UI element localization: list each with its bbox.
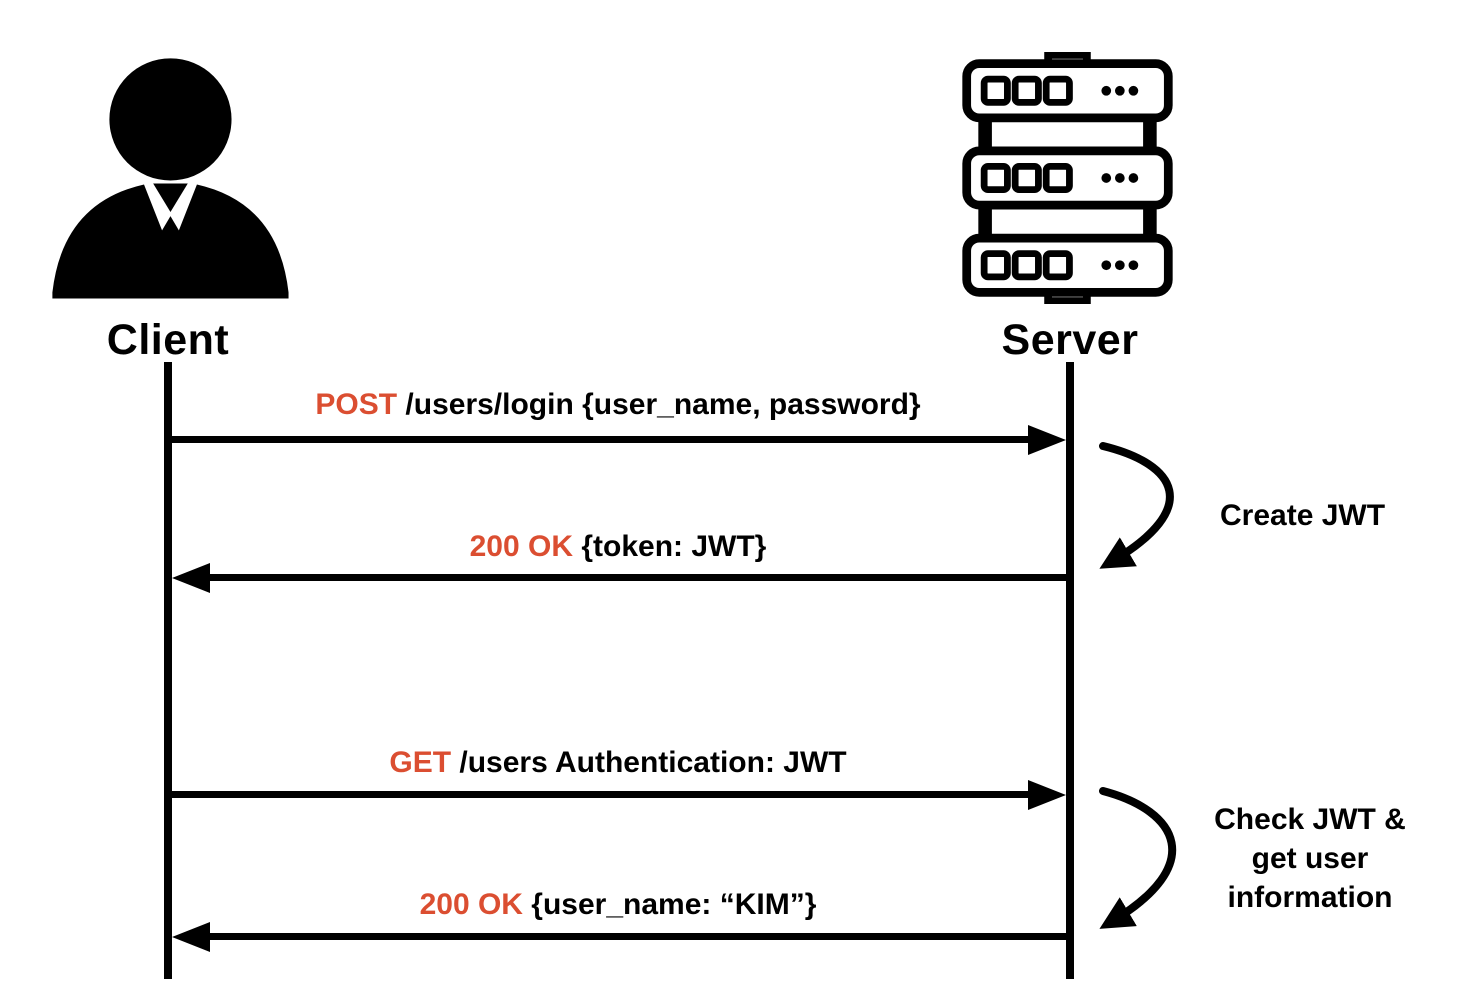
message-keyword: GET xyxy=(389,746,452,779)
message-label-get: GET /users Authentication: JWT xyxy=(170,746,1066,780)
annotation-check-jwt: Check JWT & get user information xyxy=(1190,800,1430,917)
message-text: {user_name: “KIM”} xyxy=(522,888,817,921)
message-keyword: 200 OK xyxy=(469,530,574,563)
person-icon xyxy=(52,58,289,299)
arrowhead-right-icon xyxy=(1028,780,1066,810)
arrowhead-left-icon xyxy=(172,563,210,593)
annotation-line: Check JWT & xyxy=(1214,803,1406,836)
message-keyword: 200 OK xyxy=(419,888,523,921)
annotation-create-jwt: Create JWT xyxy=(1220,499,1386,532)
annotation-line: get user xyxy=(1251,842,1369,875)
server-stack-icon xyxy=(962,52,1173,304)
message-arrow-200-token xyxy=(206,574,1070,581)
message-label-200-token: 200 OK {token: JWT} xyxy=(170,530,1066,564)
message-text: /users/login {user_name, password} xyxy=(397,388,921,421)
arrowhead-right-icon xyxy=(1028,425,1066,455)
self-loop-arrow-icon xyxy=(1099,787,1177,929)
server-label: Server xyxy=(1001,316,1139,364)
server-lifeline xyxy=(1066,362,1074,979)
client-label: Client xyxy=(106,316,230,364)
self-loop-arrow-icon xyxy=(1099,442,1174,569)
message-label-200-user: 200 OK {user_name: “KIM”} xyxy=(170,888,1066,922)
annotation-line: information xyxy=(1227,881,1393,914)
arrowhead-left-icon xyxy=(172,922,210,952)
message-text: /users Authentication: JWT xyxy=(451,746,847,779)
message-keyword: POST xyxy=(315,388,398,421)
message-arrow-get xyxy=(172,791,1028,798)
message-text: {token: JWT} xyxy=(573,530,767,563)
message-arrow-post xyxy=(172,436,1032,443)
client-lifeline xyxy=(164,362,172,979)
message-label-post: POST /users/login {user_name, password} xyxy=(170,388,1066,422)
message-arrow-200-user xyxy=(206,933,1070,940)
